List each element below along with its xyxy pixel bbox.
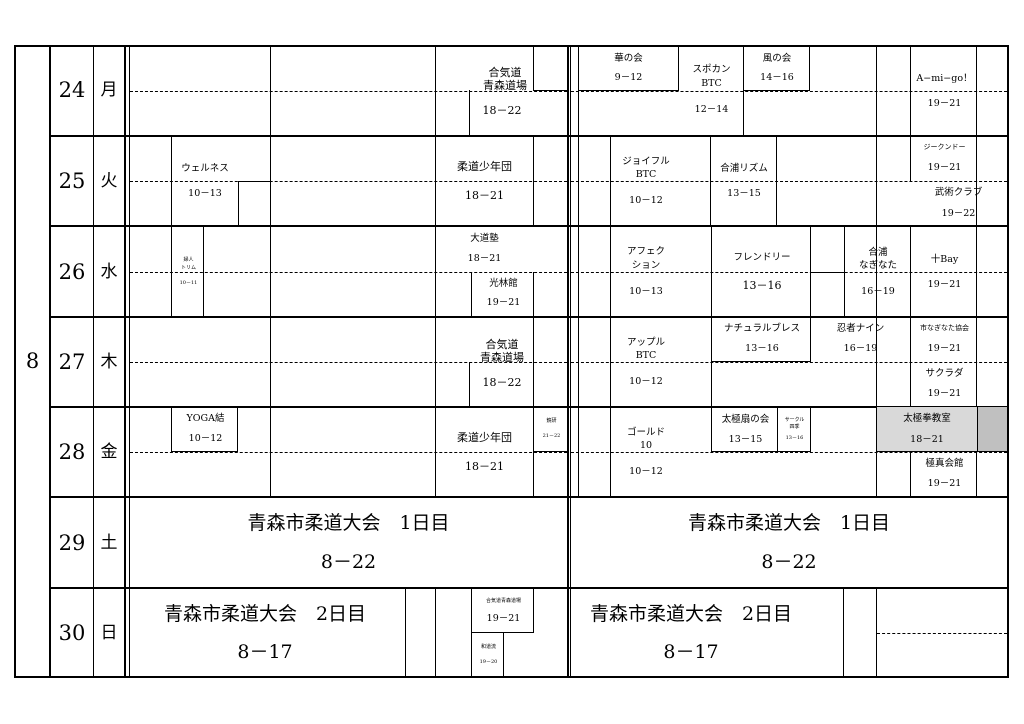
booking-aikido-27[interactable]: 合気道 青森道場 18－22 [435, 317, 569, 407]
weekday-30: 日 [100, 623, 118, 643]
booking-koken-28[interactable]: 鏡研 21－22 [534, 407, 569, 452]
booking-korin-26[interactable]: 光林館 19－21 [471, 272, 534, 317]
event-judo-day1-right[interactable]: 青森市柔道大会 1日目 8－22 [687, 512, 891, 573]
booking-yoga-28[interactable]: YOGA結 10－12 [171, 407, 238, 452]
day-30: 30 [58, 621, 86, 645]
booking-affection-26[interactable]: アフェク ション 10－13 [610, 226, 680, 317]
booking-supokan-24[interactable]: スポカン BTC 12－14 [679, 45, 744, 136]
day-28: 28 [58, 440, 86, 464]
dot-26b [571, 272, 1007, 273]
event-judo-day2-left[interactable]: 青森市柔道大会 2日目 8－17 [130, 589, 406, 676]
booking-judo-28[interactable]: 柔道少年団 18－21 [435, 407, 534, 497]
booking-wellness-25[interactable]: ウェルネス 10－13 [171, 136, 272, 226]
frame-top [14, 45, 1009, 47]
row-sep-4 [49, 406, 1009, 408]
booking-gouura-25[interactable]: 合浦リズム 13－15 [711, 136, 777, 226]
booking-wado-30[interactable]: 和道流 19－20 [471, 633, 504, 676]
col-mid-sep2 [570, 45, 571, 678]
col-mid-sep [567, 45, 569, 678]
weekday-29: 土 [100, 533, 118, 553]
col-month-sep [49, 45, 51, 678]
booking-judo-25[interactable]: 柔道少年団 18－21 [435, 136, 534, 226]
day-25: 25 [58, 169, 86, 193]
booking-daido-26[interactable]: 大道塾 18－21 [467, 233, 502, 264]
dot-28b [571, 452, 1007, 453]
day-24: 24 [58, 78, 86, 102]
row-sep-5 [49, 496, 1009, 498]
day-29: 29 [58, 531, 86, 555]
weekday-27: 木 [100, 352, 118, 372]
vl-b [435, 45, 436, 497]
booking-aikido-24[interactable]: 合気道 青森道場 18－22 [435, 45, 569, 136]
vl-c [578, 45, 579, 497]
booking-joyful-25[interactable]: ジョイフル BTC 10－12 [610, 136, 711, 226]
booking-tobay-26[interactable]: 十Bay 19－21 [910, 226, 977, 317]
booking-apple-27[interactable]: アップル BTC 10－12 [610, 317, 680, 407]
booking-fujin-26[interactable]: 婦人 トリム 10－11 [171, 226, 204, 317]
col-wd-sep2 [129, 45, 130, 678]
dot-25b [571, 181, 1007, 182]
booking-friendly-26[interactable]: フレンドリー 13－16 [711, 226, 811, 317]
booking-ninja-27[interactable]: 忍者ナイン 16－19 [836, 323, 885, 354]
booking-nagi-26[interactable]: 合浦 なぎなた 16－19 [844, 226, 910, 317]
row-sep-2 [49, 225, 1009, 227]
booking-aikido-30[interactable]: 合気道青森道場 19－21 [471, 589, 534, 633]
booking-hana-24[interactable]: 華の会 9－12 [578, 45, 679, 91]
frame-right [1007, 45, 1009, 678]
booking-circle-28[interactable]: サークル 四季 13－16 [778, 407, 811, 452]
col-day-sep [93, 45, 94, 678]
highlight-cell-28 [977, 407, 1007, 452]
vl-a [270, 45, 271, 497]
day-26: 26 [58, 260, 86, 284]
vl-e [976, 45, 977, 497]
frame-bottom [14, 676, 1009, 678]
booking-jeet-25[interactable]: ジークンドー 19－21 [910, 136, 977, 181]
dot-24b [571, 91, 1007, 92]
weekday-26: 水 [100, 262, 118, 282]
dot-26a [130, 272, 567, 273]
booking-natural-27[interactable]: ナチュラルブレス 13－16 [711, 317, 811, 362]
day-27: 27 [58, 350, 86, 374]
month-label: 8 [25, 349, 40, 373]
event-judo-day1-left[interactable]: 青森市柔道大会 1日目 8－22 [247, 512, 450, 573]
event-judo-day2-right[interactable]: 青森市柔道大会 2日目 8－17 [571, 589, 844, 676]
booking-gold-28[interactable]: ゴールド 10 10－12 [610, 407, 680, 497]
row-sep-6 [49, 587, 1009, 589]
dot-27a [130, 362, 567, 363]
booking-kyokushin-28[interactable]: 極真会館 19－21 [910, 452, 977, 497]
booking-bujutsu-25[interactable]: 武術クラブ 19－22 [934, 187, 983, 219]
frame-left [14, 45, 16, 678]
booking-naginata-kyokai-27[interactable]: 市なぎなた協会 19－21 [910, 317, 977, 362]
dot-25a [130, 181, 567, 182]
weekday-28: 金 [100, 442, 118, 462]
booking-taikyokuken-28[interactable]: 太極拳教室 18－21 [877, 407, 977, 452]
booking-taikyoku-28[interactable]: 太極扇の会 13－15 [711, 407, 778, 452]
weekday-24: 月 [100, 80, 118, 100]
vl-d [876, 45, 877, 497]
dot-24a [130, 91, 567, 92]
booking-amigo-24[interactable]: A−mi−go！ 19－21 [910, 45, 977, 136]
dot-27b [571, 362, 1007, 363]
row-sep-3 [49, 316, 1009, 318]
dot-28a [130, 452, 567, 453]
col-wd-sep [124, 45, 126, 678]
row-sep-1 [49, 135, 1009, 137]
booking-kaze-24[interactable]: 風の会 14－16 [744, 45, 810, 91]
booking-sakurada-27[interactable]: サクラダ 19－21 [910, 362, 977, 407]
weekday-25: 火 [100, 171, 118, 191]
